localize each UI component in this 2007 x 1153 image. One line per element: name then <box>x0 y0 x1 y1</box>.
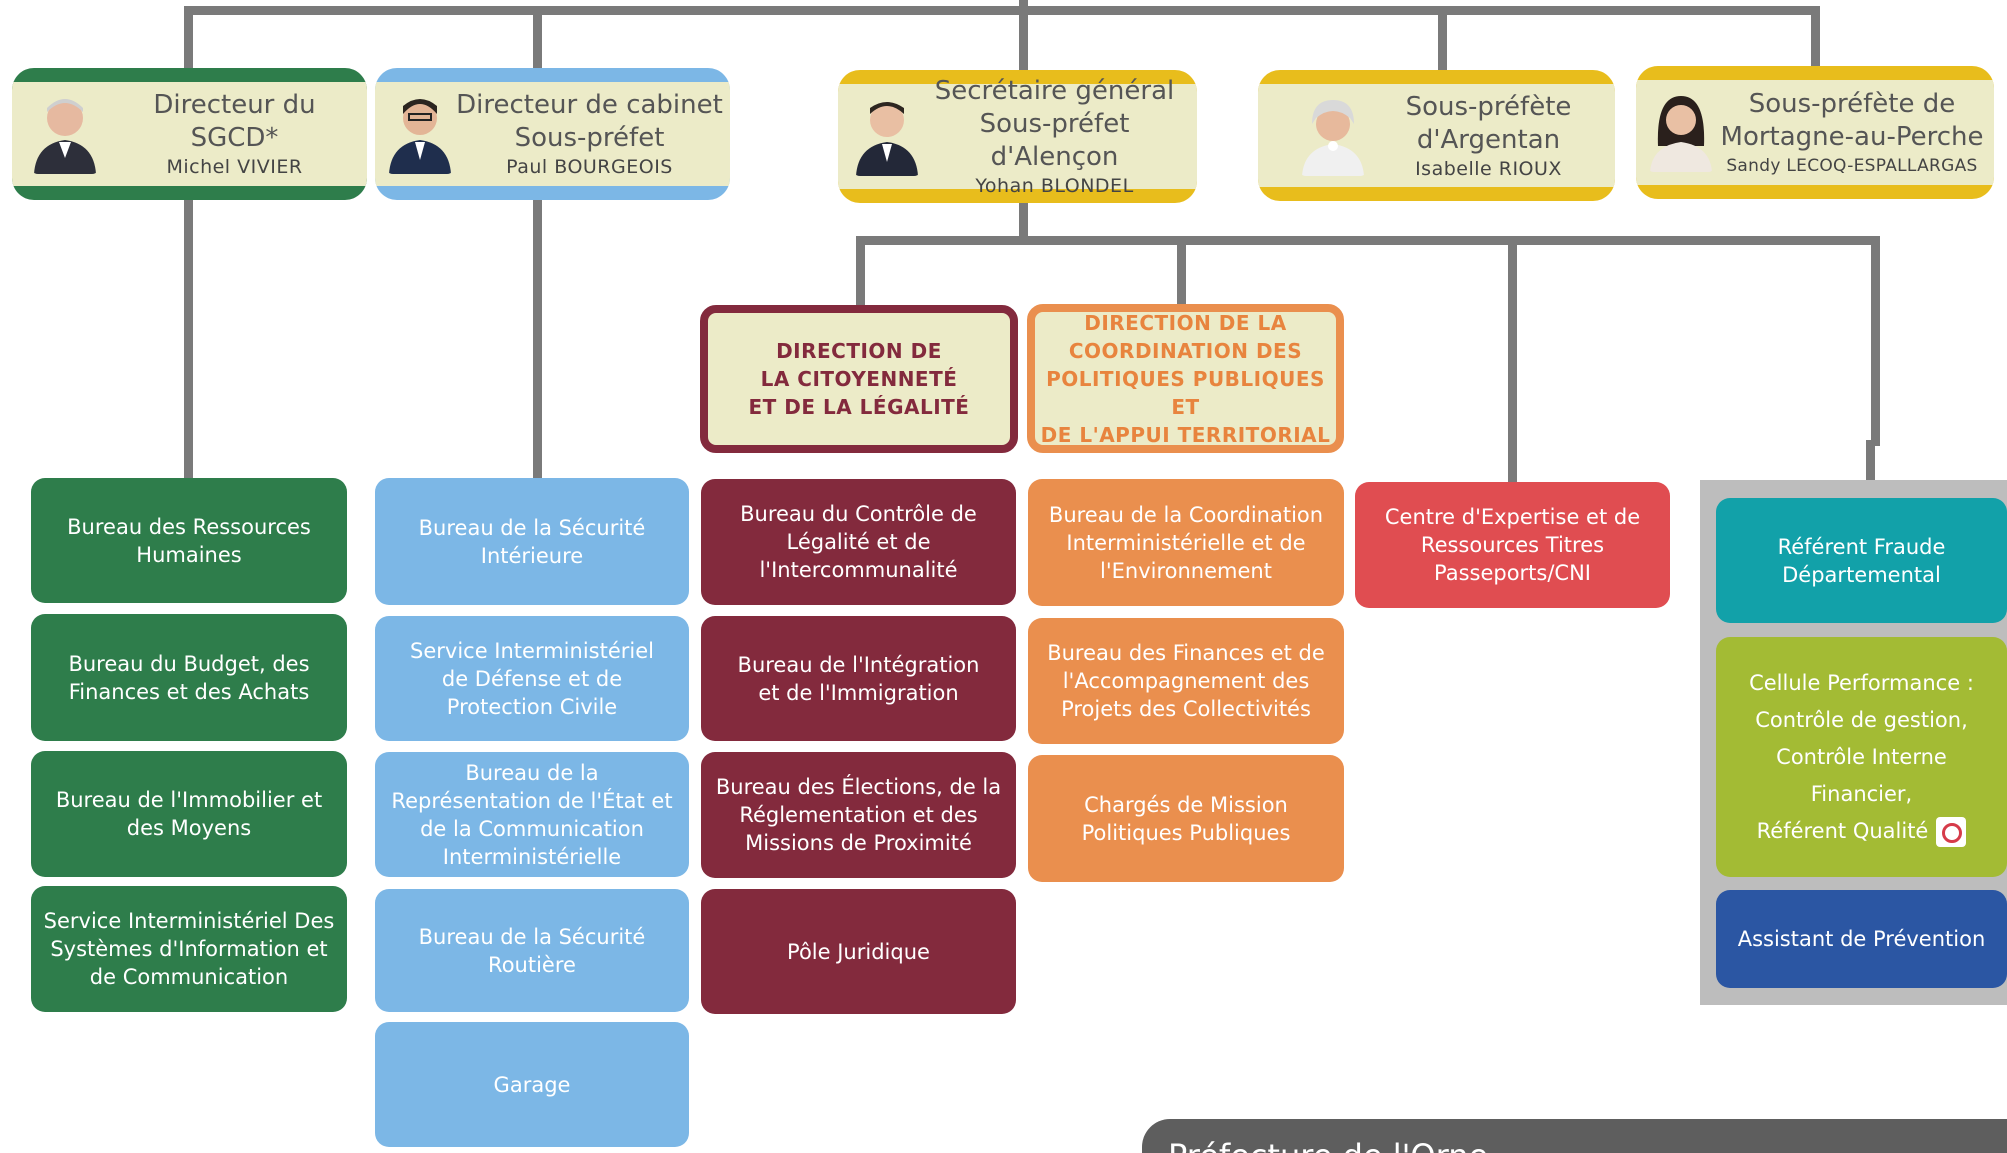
direction-label-line: COORDINATION DES <box>1068 338 1303 363</box>
head-cabinet: Directeur de cabinet Sous-préfet Paul BO… <box>375 68 730 200</box>
head-title-line2: Sous-préfet d'Alençon <box>979 109 1130 172</box>
portrait-photo-icon <box>385 88 455 174</box>
head-title-line1: Secrétaire général <box>934 76 1175 106</box>
connector-top-horizontal <box>184 6 1820 15</box>
connector-drop-argentan <box>1438 6 1447 72</box>
portrait-photo-icon <box>30 88 100 174</box>
connector-to-citoyennete <box>856 236 865 308</box>
performance-line: Contrôle Interne <box>1776 744 1947 769</box>
portrait-photo-icon <box>1646 86 1716 172</box>
direction-coordination-politiques: DIRECTION DE LA COORDINATION DES POLITIQ… <box>1027 304 1344 453</box>
unit-cert-titres: Centre d'Expertise et de Ressources Titr… <box>1355 482 1670 608</box>
unit-cabinet-representation: Bureau de la Représentation de l'État et… <box>375 752 689 877</box>
head-title-line1: Directeur de cabinet <box>456 90 723 120</box>
head-argentan: Sous-préfète d'Argentan Isabelle RIOUX <box>1258 70 1615 201</box>
connector-drop-sgcd <box>184 6 193 70</box>
connector-to-cert <box>1508 236 1517 482</box>
direction-label-line: LA CITOYENNETÉ <box>760 367 958 391</box>
connector-sg-down <box>1019 200 1028 240</box>
head-mortagne-text: Sous-préfète de Mortagne-au-Perche Sandy… <box>1716 80 1988 185</box>
head-name: Michel VIVIER <box>166 156 303 178</box>
portrait-photo-icon <box>852 90 922 176</box>
unit-assistant-prevention: Assistant de Prévention <box>1716 890 2007 988</box>
connector-sgcd-down <box>184 198 193 480</box>
unit-coordination-interministerielle: Bureau de la Coordination Interministéri… <box>1028 479 1344 606</box>
unit-cellule-performance: Cellule Performance : Contrôle de gestio… <box>1716 637 2007 877</box>
head-title-line2: Mortagne-au-Perche <box>1720 121 1984 152</box>
connector-to-right-panel-2 <box>1866 440 1875 482</box>
unit-sgcd-rh: Bureau des Ressources Humaines <box>31 478 347 603</box>
head-cabinet-text: Directeur de cabinet Sous-préfet Paul BO… <box>455 82 724 186</box>
connector-cabinet-down <box>533 198 542 480</box>
connector-drop-sg <box>1019 6 1028 72</box>
head-name: Yohan BLONDEL <box>975 175 1134 197</box>
footer-title: Préfecture de l'Orne <box>1168 1137 1488 1153</box>
unit-integration-immigration: Bureau de l'Intégration et de l'Immigrat… <box>701 616 1016 741</box>
direction-label-line: DIRECTION DE LA <box>1084 310 1287 335</box>
unit-controle-legalite: Bureau du Contrôle de Légalité et de l'I… <box>701 479 1016 605</box>
unit-charges-mission: Chargés de Mission Politiques Publiques <box>1028 755 1344 882</box>
head-sgcd-text: Directeur du SGCD* Michel VIVIER <box>108 82 361 186</box>
unit-sgcd-budget: Bureau du Budget, des Finances et des Ac… <box>31 614 347 741</box>
cellule-performance-text: Cellule Performance : Contrôle de gestio… <box>1749 665 1974 850</box>
direction-label-line: POLITIQUES PUBLIQUES ET <box>1046 366 1325 419</box>
performance-line: Contrôle de gestion, <box>1755 707 1968 732</box>
direction-citoyennete-label: DIRECTION DE LA CITOYENNETÉ ET DE LA LÉG… <box>749 337 970 421</box>
footer-prefecture-banner: Préfecture de l'Orne <box>1142 1119 2007 1153</box>
unit-referent-fraude: Référent Fraude Départemental <box>1716 498 2007 623</box>
connector-drop-cabinet <box>533 6 542 70</box>
unit-sgcd-immobilier: Bureau de l'Immobilier et des Moyens <box>31 751 347 877</box>
connector-to-right-panel <box>1871 236 1880 446</box>
performance-line: Financier, <box>1810 781 1913 806</box>
head-title-line1: Sous-préfète <box>1405 91 1572 122</box>
quality-label-icon <box>1936 816 1967 847</box>
direction-citoyennete-legalite: DIRECTION DE LA CITOYENNETÉ ET DE LA LÉG… <box>700 305 1018 453</box>
unit-sgcd-sidsic: Service Interministériel Des Systèmes d'… <box>31 886 347 1012</box>
head-sgcd: Directeur du SGCD* Michel VIVIER <box>12 68 367 200</box>
unit-finances-collectivites: Bureau des Finances et de l'Accompagneme… <box>1028 618 1344 744</box>
performance-line: Cellule Performance : <box>1749 670 1974 695</box>
performance-line-last: Référent Qualité <box>1749 813 1974 850</box>
direction-label-line: DE L'APPUI TERRITORIAL <box>1040 422 1331 447</box>
head-title-line1: Sous-préfète de <box>1748 88 1956 119</box>
performance-line: Référent Qualité <box>1756 818 1929 843</box>
connector-drop-mortagne <box>1811 6 1820 68</box>
head-title: Directeur du SGCD* <box>153 90 316 153</box>
head-title-line2: d'Argentan <box>1416 124 1561 155</box>
head-argentan-text: Sous-préfète d'Argentan Isabelle RIOUX <box>1368 84 1609 187</box>
head-name: Isabelle RIOUX <box>1415 157 1562 180</box>
connector-sg-horizontal <box>856 236 1880 245</box>
connector-to-coordination <box>1177 236 1186 308</box>
head-secretaire-general: Secrétaire général Sous-préfet d'Alençon… <box>838 70 1197 203</box>
direction-label-line: ET DE LA LÉGALITÉ <box>748 395 970 419</box>
direction-label-line: DIRECTION DE <box>776 339 942 363</box>
unit-cabinet-securite-routiere: Bureau de la Sécurité Routière <box>375 889 689 1012</box>
portrait-photo-icon <box>1298 90 1368 176</box>
unit-elections-reglementation: Bureau des Élections, de la Réglementati… <box>701 752 1016 878</box>
head-name: Sandy LECOQ-ESPALLARGAS <box>1726 155 1978 176</box>
unit-cabinet-garage: Garage <box>375 1022 689 1147</box>
unit-cabinet-securite-interieure: Bureau de la Sécurité Intérieure <box>375 478 689 605</box>
head-title-line2: Sous-préfet <box>514 123 665 153</box>
head-name: Paul BOURGEOIS <box>506 156 673 178</box>
head-mortagne: Sous-préfète de Mortagne-au-Perche Sandy… <box>1636 66 1994 199</box>
direction-coordination-label: DIRECTION DE LA COORDINATION DES POLITIQ… <box>1035 309 1336 449</box>
unit-pole-juridique: Pôle Juridique <box>701 889 1016 1014</box>
head-sg-text: Secrétaire général Sous-préfet d'Alençon… <box>918 76 1191 197</box>
unit-cabinet-sidpc: Service Interministériel de Défense et d… <box>375 616 689 741</box>
